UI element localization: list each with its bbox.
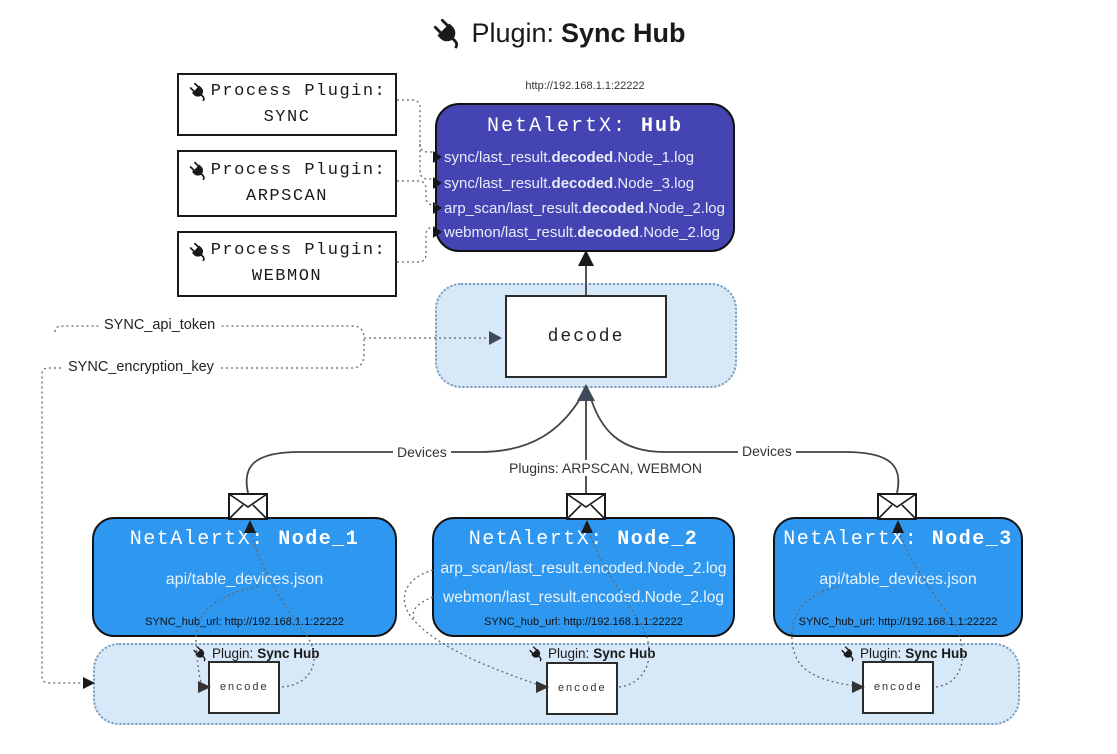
node-title: NetAlertX: Node_3	[783, 528, 1013, 551]
plug-icon	[188, 81, 209, 102]
arrow-right-icon	[433, 202, 442, 214]
title-bold: Sync Hub	[561, 17, 686, 48]
title-prefix: Plugin:	[471, 17, 555, 48]
node-1-box: NetAlertX: Node_1 api/table_devices.json…	[92, 517, 397, 637]
envelope-icon	[566, 493, 606, 520]
devices-left-label: Devices	[393, 444, 451, 460]
process-plugin-name: ARPSCAN	[246, 186, 328, 206]
hub-log-line: sync/last_result.decoded.Node_1.log	[433, 144, 733, 170]
page-title: Plugin: Sync Hub	[0, 16, 1117, 50]
plug-icon	[192, 645, 209, 662]
hub-log-line: arp_scan/last_result.decoded.Node_2.log	[433, 196, 733, 220]
hub-log-line: sync/last_result.decoded.Node_3.log	[433, 170, 733, 196]
node-file-line: webmon/last_result.encoded.Node_2.log	[443, 589, 724, 606]
devices-right-label: Devices	[738, 443, 796, 459]
node-file-line: api/table_devices.json	[819, 571, 977, 588]
sync-encryption-key-label: SYNC_encryption_key	[64, 359, 218, 375]
plug-icon	[528, 645, 545, 662]
node-hub-url: SYNC_hub_url: http://192.168.1.1:22222	[484, 616, 683, 628]
plugins-mid-label: Plugins: ARPSCAN, WEBMON	[505, 460, 706, 476]
encode-box: encode	[208, 661, 280, 714]
encode-box: encode	[862, 661, 934, 714]
hub-title: NetAlertX: Hub	[486, 115, 684, 138]
hub-url-label: http://192.168.1.1:22222	[525, 80, 645, 92]
node-2-box: NetAlertX: Node_2 arp_scan/last_result.e…	[432, 517, 735, 637]
band-plugin-label: Plugin:Sync Hub	[840, 645, 968, 662]
node-title: NetAlertX: Node_2	[468, 528, 699, 551]
encode-box: encode	[546, 662, 618, 715]
process-plugin-sync-box: Process Plugin: SYNC	[177, 73, 397, 136]
arrow-right-icon	[433, 226, 442, 238]
band-plugin-label: Plugin:Sync Hub	[528, 645, 656, 662]
node-file-line: arp_scan/last_result.encoded.Node_2.log	[440, 560, 727, 577]
decode-box: decode	[505, 295, 667, 378]
arrow-right-icon	[433, 151, 442, 163]
plug-icon	[188, 160, 209, 181]
node-hub-url: SYNC_hub_url: http://192.168.1.1:22222	[798, 616, 998, 628]
process-plugin-arpscan-box: Process Plugin: ARPSCAN	[177, 150, 397, 217]
envelope-icon	[228, 493, 268, 520]
process-plugin-label: Process Plugin:	[210, 81, 387, 101]
band-plugin-label: Plugin:Sync Hub	[192, 645, 320, 662]
hub-log-line: webmon/last_result.decoded.Node_2.log	[433, 220, 733, 244]
node-file-line: api/table_devices.json	[165, 571, 324, 588]
plug-icon	[431, 16, 465, 50]
process-plugin-name: SYNC	[263, 107, 311, 127]
node-title: NetAlertX: Node_1	[129, 528, 360, 551]
process-plugin-label: Process Plugin:	[210, 160, 387, 180]
process-plugin-label: Process Plugin:	[210, 241, 387, 260]
node-3-box: NetAlertX: Node_3 api/table_devices.json…	[773, 517, 1023, 637]
hub-box: NetAlertX: Hub sync/last_result.decoded.…	[433, 103, 735, 252]
plug-icon	[188, 241, 209, 262]
sync-api-token-label: SYNC_api_token	[100, 317, 220, 333]
plug-icon	[840, 645, 857, 662]
process-plugin-name: WEBMON	[251, 267, 323, 286]
arrow-right-icon	[433, 177, 442, 189]
envelope-icon	[877, 493, 917, 520]
process-plugin-webmon-box: Process Plugin: WEBMON	[177, 231, 397, 297]
node-hub-url: SYNC_hub_url: http://192.168.1.1:22222	[145, 616, 344, 628]
